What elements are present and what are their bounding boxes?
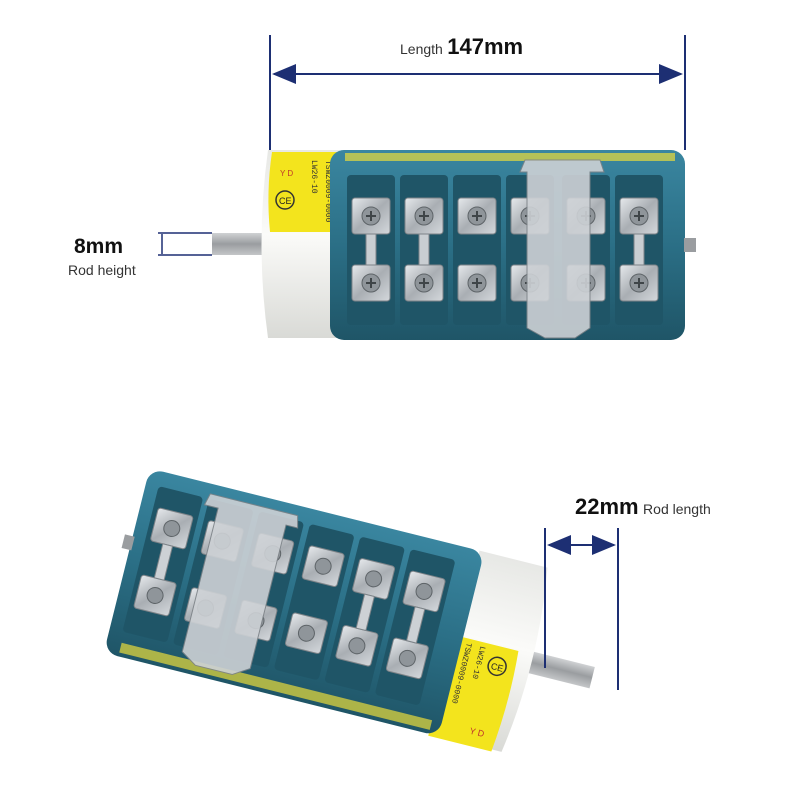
rod-length-label: 22mm Rod length bbox=[575, 496, 711, 518]
rod-height-value: 8mm bbox=[74, 235, 124, 258]
svg-text:TSWZ0009-0000: TSWZ0009-0000 bbox=[323, 160, 332, 223]
svg-text:Y D: Y D bbox=[280, 169, 293, 178]
rod-height-caption: Rod height bbox=[68, 262, 136, 278]
svg-text:CE: CE bbox=[490, 661, 505, 674]
top-yellow-label bbox=[268, 152, 345, 232]
svg-text:Y D: Y D bbox=[469, 726, 486, 739]
top-rod bbox=[212, 233, 270, 255]
length-value: 147mm bbox=[447, 34, 524, 59]
length-caption: Length bbox=[400, 41, 443, 57]
length-label: Length 147mm bbox=[400, 36, 523, 58]
svg-text:CE: CE bbox=[279, 196, 292, 206]
top-terminals bbox=[347, 159, 663, 339]
bottom-switch: CE Y D TSWZ0009-0000 LW26-10 bbox=[106, 471, 595, 752]
bottom-terminals bbox=[123, 486, 455, 705]
top-switch: CE Y D LW26-10 TSWZ0009-0000 bbox=[158, 35, 696, 340]
length-dimension bbox=[269, 35, 686, 150]
rod-length-dimension bbox=[544, 528, 619, 690]
rod-length-caption: Rod length bbox=[643, 501, 711, 517]
rod-length-value: 22mm bbox=[575, 494, 639, 519]
svg-text:LW26-10: LW26-10 bbox=[309, 160, 318, 194]
rod-height-dimension bbox=[158, 232, 212, 256]
